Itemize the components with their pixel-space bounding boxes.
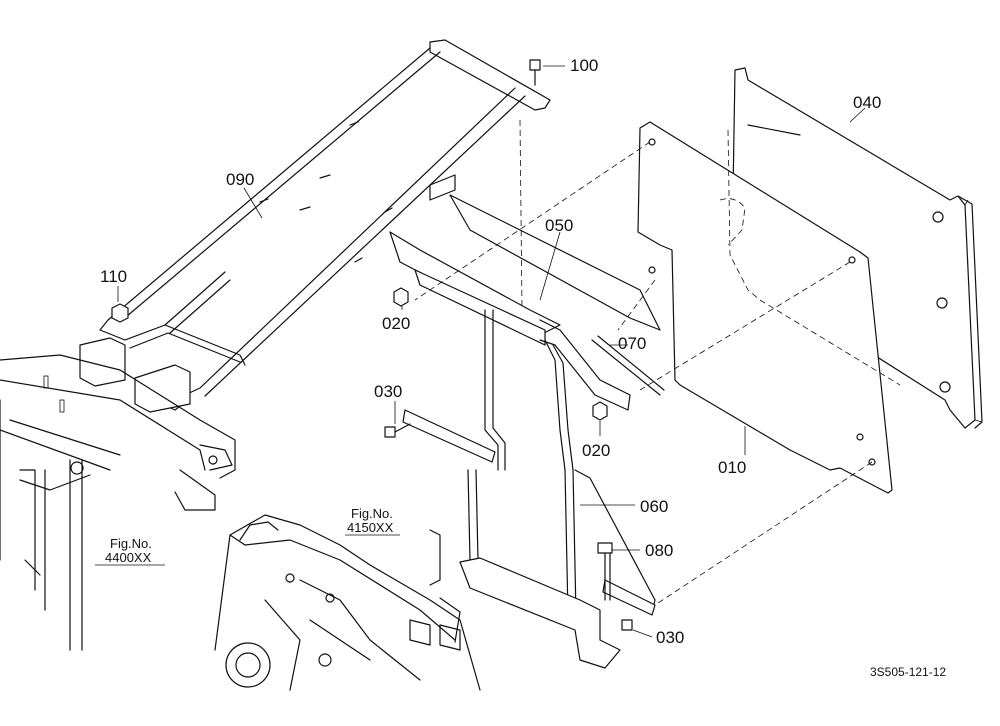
bracket-050 (389, 194, 661, 411)
part-label-080: 080 (645, 541, 673, 560)
ref-assembly-4400 (0, 354, 236, 651)
fig-ref-4150-value: 4150XX (347, 520, 394, 535)
part-label-020-b: 020 (582, 441, 610, 460)
part-label-030-b: 030 (656, 628, 684, 647)
part-label-060: 060 (640, 497, 668, 516)
part-label-100: 100 (570, 56, 598, 75)
stand-060 (429, 309, 656, 669)
nut-110-icon (111, 303, 129, 323)
part-label-010: 010 (718, 458, 746, 477)
bolt-030-b-icon (621, 619, 633, 631)
part-label-050: 050 (545, 216, 573, 235)
bolt-030-a-icon (384, 423, 411, 438)
frame-090 (79, 39, 551, 413)
part-label-030-a: 030 (374, 382, 402, 401)
part-label-090: 090 (226, 170, 254, 189)
nut-020-a-icon (393, 287, 409, 307)
nut-020-b-icon (592, 401, 608, 421)
plate-030-a (402, 409, 496, 463)
part-label-070: 070 (618, 334, 646, 353)
plate-030-b (602, 579, 656, 616)
fig-ref-4400-label: Fig.No. (110, 536, 152, 551)
ref-assembly-4150 (214, 514, 481, 691)
panel-010 (637, 121, 901, 494)
part-label-020-a: 020 (382, 314, 410, 333)
part-label-110: 110 (100, 267, 127, 286)
fig-ref-4150-label: Fig.No. (351, 506, 393, 521)
part-label-040: 040 (853, 93, 881, 112)
bolt-100-icon (529, 59, 541, 86)
rod-070 (591, 335, 665, 396)
bolt-080-icon (597, 542, 613, 601)
leader-lines (95, 65, 873, 638)
drawing-code: 3S505-121-12 (870, 665, 946, 679)
fig-ref-4400-value: 4400XX (105, 550, 152, 565)
